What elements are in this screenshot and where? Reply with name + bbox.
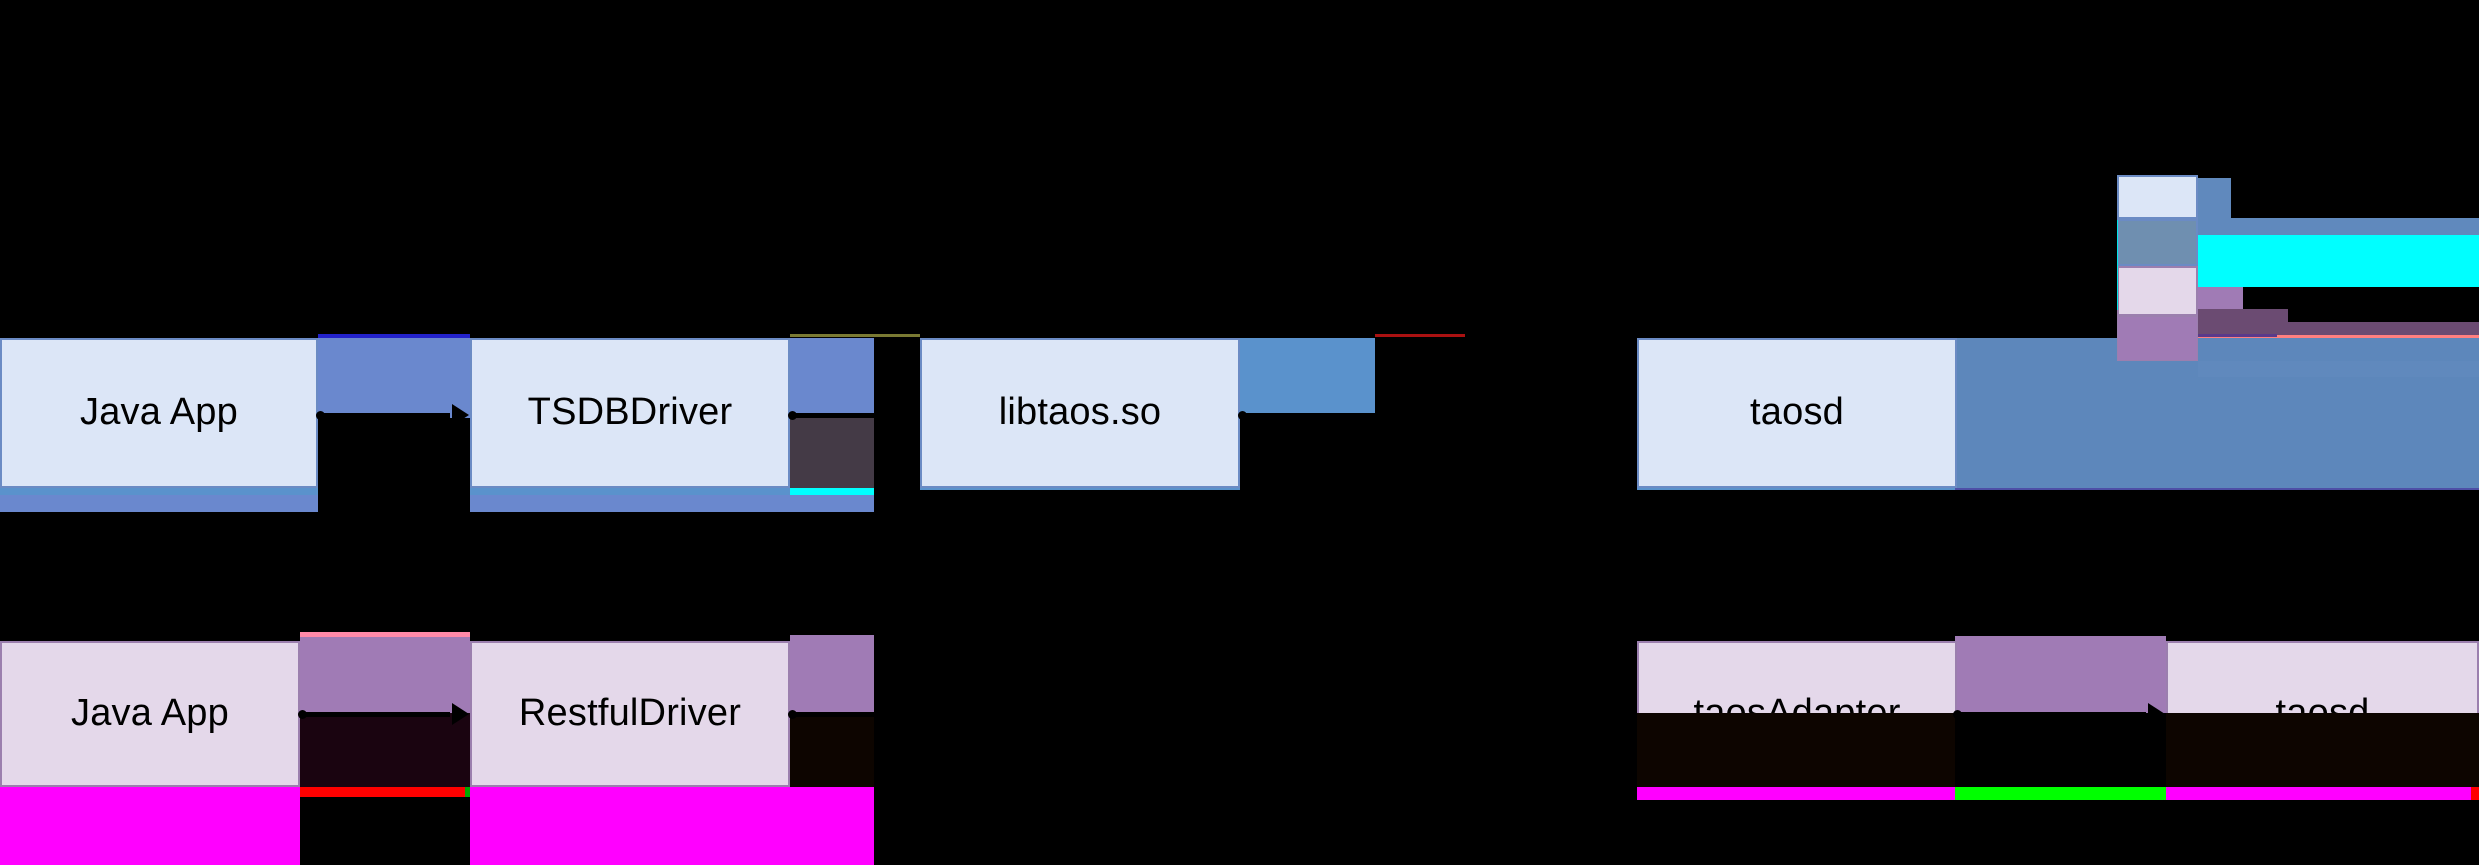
band-rest-conn1-pink [300,632,470,637]
band-legend-blue-wide [2198,218,2479,235]
redaction-legend-label-1 [2231,178,2479,218]
node-libtaos-so[interactable]: libtaos.so [920,338,1240,488]
redaction-mid-notch [318,490,470,512]
band-legend-bottom-steel [2198,361,2479,377]
redaction-mid-left [0,512,874,628]
redaction-native-gap [1375,337,1637,512]
arrow-native-2-head [902,404,919,426]
legend [2117,175,2479,361]
redaction-top-right-a [2277,0,2479,178]
legend-swatch-2 [2117,219,2198,266]
node-java-app-native[interactable]: Java App [0,338,318,488]
redaction-rest-left-gap [874,635,1637,787]
redaction-mid-right [874,490,2479,635]
band-rest-magenta-adapter [1637,787,1955,800]
legend-swatch-3 [2117,266,2198,316]
arrow-native-2-line [792,413,900,418]
band-native-accent-red [1375,334,1465,337]
arrow-rest-1-head [452,703,469,725]
node-label: TSDBDriver [527,391,733,434]
band-legend-cyan [2198,235,2479,287]
node-label: Java App [80,391,238,434]
arrow-native-3-head [1619,404,1636,426]
arrow-rest-3-line [1957,712,2146,717]
arrow-native-1-line [320,413,450,418]
legend-swatch-4 [2117,316,2198,361]
node-taosd-native[interactable]: taosd [1637,338,1957,488]
band-native-accent-olive [790,334,920,337]
arrow-rest-1-line [302,712,450,717]
redaction-native-conn2 [790,418,874,488]
node-label: libtaos.so [998,391,1162,434]
redaction-rest-topgap [874,628,2479,636]
arrow-native-1-head [452,404,469,426]
arrow-rest-3-head [2148,703,2165,725]
node-tsdb-driver[interactable]: TSDBDriver [470,338,790,488]
band-native-conn1 [318,338,470,418]
band-rest-green-accent [465,787,473,797]
band-rest-magenta-taosd [2166,787,2471,800]
node-restful-driver[interactable]: RestfulDriver [470,641,790,787]
arrow-native-3-line [1242,413,1617,418]
band-rest-magenta-left [0,787,300,865]
node-label: RestfulDriver [518,692,742,735]
redaction-top-left [0,0,2117,334]
redaction-rest-bottom2 [1637,800,2479,865]
band-rest-red-taosd [2471,787,2479,800]
arrow-rest-2-head [1619,703,1636,725]
band-rest-adapter-conn-purple [1955,635,2166,713]
redaction-rest-bottom [874,787,1637,865]
band-rest-magenta-mid [470,787,874,865]
band-rest-red-accent [300,787,470,797]
arrow-rest-2-line [792,712,1617,717]
redaction-rest-adapter-conn [1955,713,2166,787]
band-rest-conn1-purple [300,635,470,713]
legend-swatch-1 [2117,175,2198,219]
node-label: Java App [71,692,229,735]
redaction-legend-label-3b [2288,296,2479,322]
band-rest-wide-purple [790,635,874,713]
band-native-conn3 [1240,338,1375,418]
node-label: taosd [1750,391,1844,434]
node-java-app-rest[interactable]: Java App [0,641,300,787]
redaction-rest-conn1 [300,713,470,787]
band-legend-blue-strip [2198,178,2231,223]
band-rest-green-adapter [1955,787,2166,800]
band-native-accent-indigo [318,334,470,338]
